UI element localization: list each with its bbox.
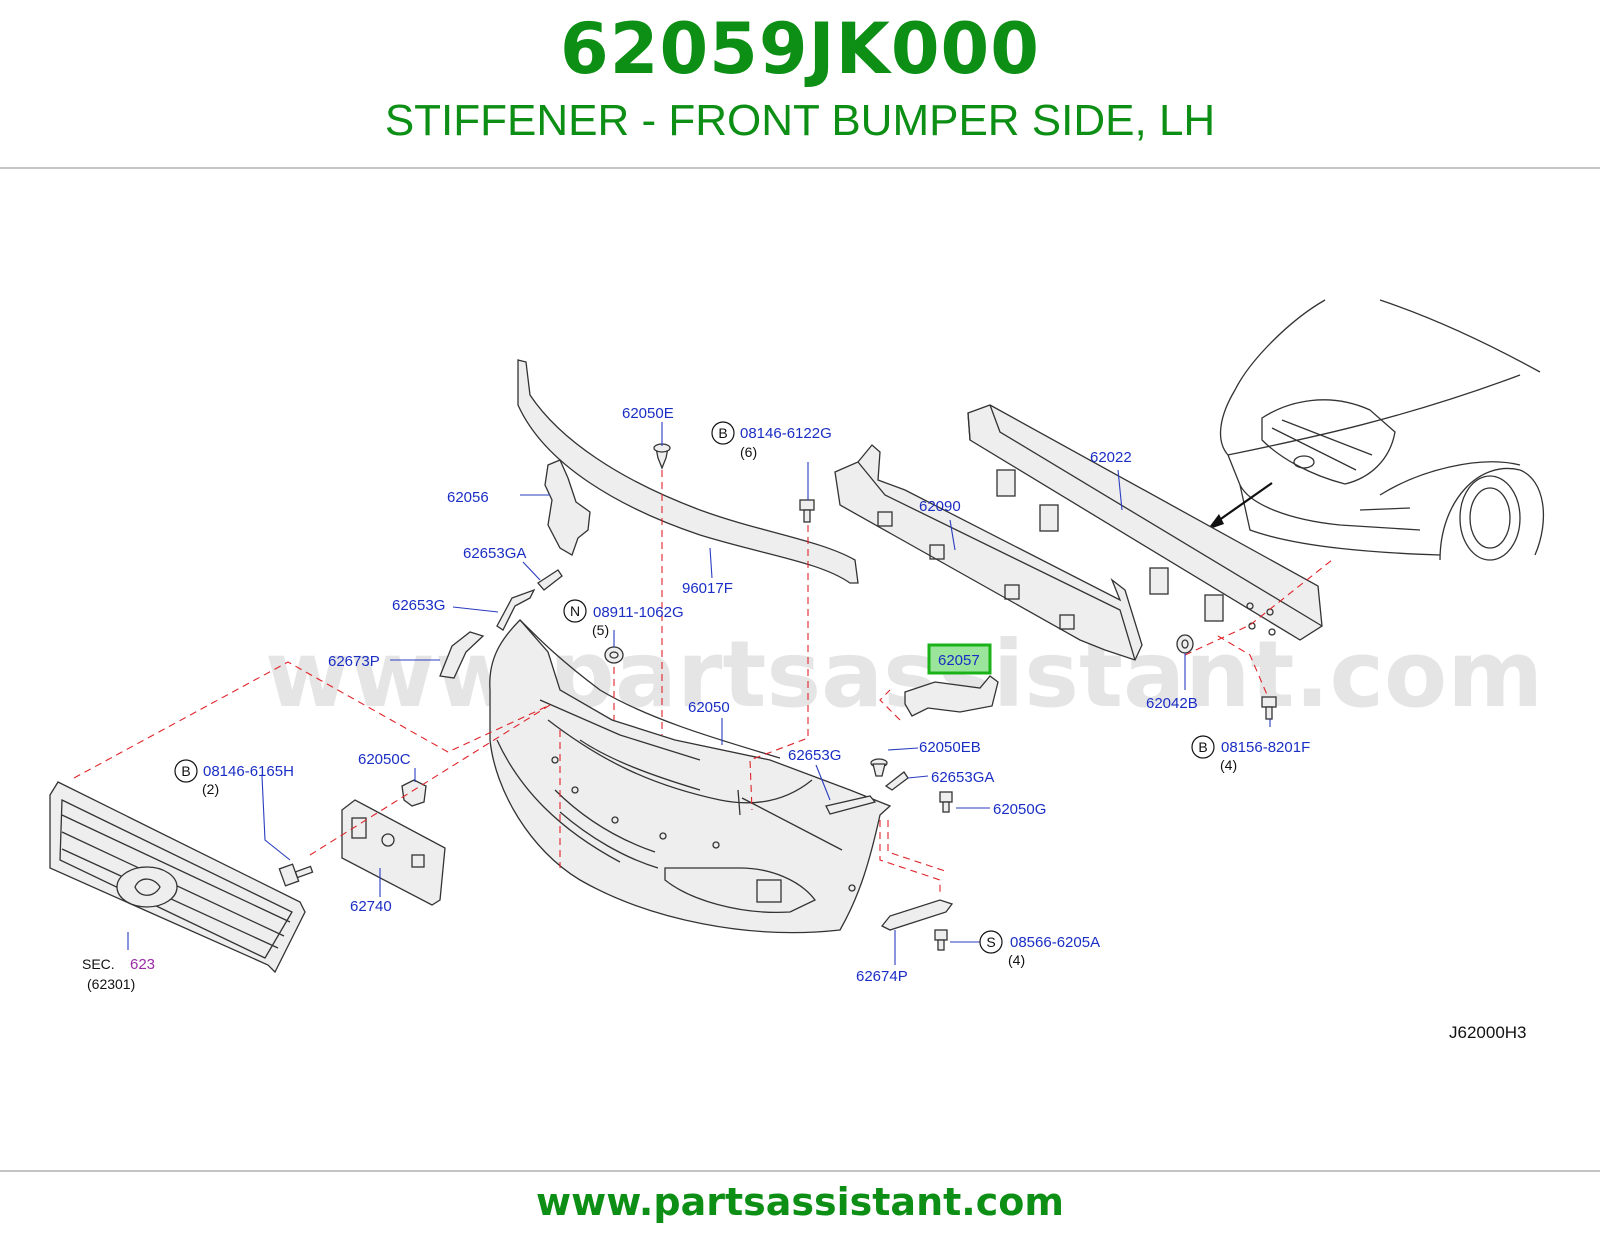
- circle-letter-n: N: [570, 603, 580, 619]
- label-62653G-right[interactable]: 62653G: [788, 747, 841, 764]
- fastener-62042B: [1176, 634, 1194, 654]
- label-62653G-left[interactable]: 62653G: [392, 597, 445, 614]
- label-62090[interactable]: 62090: [919, 498, 961, 515]
- label-62057-highlighted[interactable]: 62057: [938, 652, 980, 669]
- label-62653GA-right[interactable]: 62653GA: [931, 769, 994, 786]
- label-62056[interactable]: 62056: [447, 489, 489, 506]
- label-62674P[interactable]: 62674P: [856, 968, 908, 985]
- part-62022-reinforcement: [967, 404, 1323, 641]
- thread-type-markers: B N B B S: [174, 421, 1215, 954]
- part-number-title: 62059JK000: [560, 8, 1040, 90]
- assembly-guide-lines: [73, 470, 1333, 896]
- label-62653GA-top[interactable]: 62653GA: [463, 545, 526, 562]
- highlight-box: [927, 643, 992, 675]
- label-leaders: [127, 422, 1271, 965]
- part-62057-stiffener: [904, 675, 999, 717]
- fastener-08911-1062G: [604, 646, 624, 664]
- label-08146-6122G[interactable]: 08146-6122G: [740, 425, 832, 442]
- fastener-62050E: [653, 443, 671, 470]
- part-62056-bracket: [544, 459, 591, 556]
- vehicle-emblem: [1293, 455, 1315, 469]
- fastener-08156-8201F: [1261, 696, 1277, 720]
- watermark: www.partsassistant.com: [265, 621, 1543, 728]
- qty-08156-8201F: (4): [1220, 757, 1237, 773]
- grille-emblem: [116, 866, 178, 908]
- part-62674P-bracket: [880, 899, 954, 931]
- fastener-62050EB: [870, 758, 888, 777]
- part-62653GA-strip-top: [537, 569, 563, 591]
- part-labels: 62050E 08146-6122G (6) 62022 62056 62090…: [82, 405, 1527, 1042]
- circle-letter-s: S: [986, 934, 995, 950]
- part-description: STIFFENER - FRONT BUMPER SIDE, LH: [384, 96, 1216, 145]
- label-62673P[interactable]: 62673P: [328, 653, 380, 670]
- vehicle-outline: [1219, 299, 1545, 561]
- label-96017F[interactable]: 96017F: [682, 580, 733, 597]
- footer-url[interactable]: www.partsassistant.com: [536, 1180, 1064, 1224]
- label-08156-8201F[interactable]: 08156-8201F: [1221, 739, 1310, 756]
- sec-prefix: SEC.: [82, 956, 115, 972]
- circle-letter-b: B: [181, 763, 190, 779]
- part-62673P-bracket: [439, 631, 485, 679]
- label-62050E[interactable]: 62050E: [622, 405, 674, 422]
- label-62050C[interactable]: 62050C: [358, 751, 411, 768]
- part-96017F-molding: [517, 359, 859, 584]
- header-divider: [0, 167, 1600, 169]
- diagram-code: J62000H3: [1449, 1023, 1527, 1042]
- label-62022[interactable]: 62022: [1090, 449, 1132, 466]
- qty-08566-6205A: (4): [1008, 952, 1025, 968]
- fastener-08146-6122G: [799, 499, 815, 523]
- label-62050EB[interactable]: 62050EB: [919, 739, 981, 756]
- part-62090-absorber: [834, 444, 1143, 661]
- label-08911-1062G[interactable]: 08911-1062G: [593, 604, 684, 621]
- fastener-62050G: [939, 791, 953, 813]
- circle-letter-b: B: [1198, 739, 1207, 755]
- label-08566-6205A[interactable]: 08566-6205A: [1010, 934, 1100, 951]
- label-62050G[interactable]: 62050G: [993, 801, 1046, 818]
- part-62740-license-bracket: [341, 799, 446, 906]
- label-62042B[interactable]: 62042B: [1146, 695, 1198, 712]
- qty-08911-1062G: (5): [592, 622, 609, 638]
- part-62653GA-strip-right: [884, 771, 909, 791]
- direction-arrow: [1214, 482, 1273, 524]
- circle-letter-b: B: [718, 425, 727, 441]
- arrow-head-icon: [1207, 514, 1224, 530]
- footer-divider: [0, 1170, 1600, 1172]
- fastener-08146-6165H: [278, 863, 314, 887]
- part-62050-bumper-fascia: [489, 619, 892, 934]
- label-62740[interactable]: 62740: [350, 898, 392, 915]
- page-header: 62059JK000 STIFFENER - FRONT BUMPER SIDE…: [0, 0, 1600, 168]
- label-62050[interactable]: 62050: [688, 699, 730, 716]
- sec-number-link[interactable]: 623: [130, 956, 155, 973]
- qty-08146-6165H: (2): [202, 781, 219, 797]
- sec-sub-ref: (62301): [87, 976, 135, 992]
- label-08146-6165H[interactable]: 08146-6165H: [203, 763, 294, 780]
- part-62653G-strip-right: [825, 795, 877, 815]
- part-62653G-strip-left: [496, 588, 536, 631]
- part-62301-grille: [49, 781, 306, 974]
- fastener-08566-6205A: [934, 929, 948, 951]
- qty-08146-6122G: (6): [740, 444, 757, 460]
- part-62050C-clip: [401, 779, 427, 807]
